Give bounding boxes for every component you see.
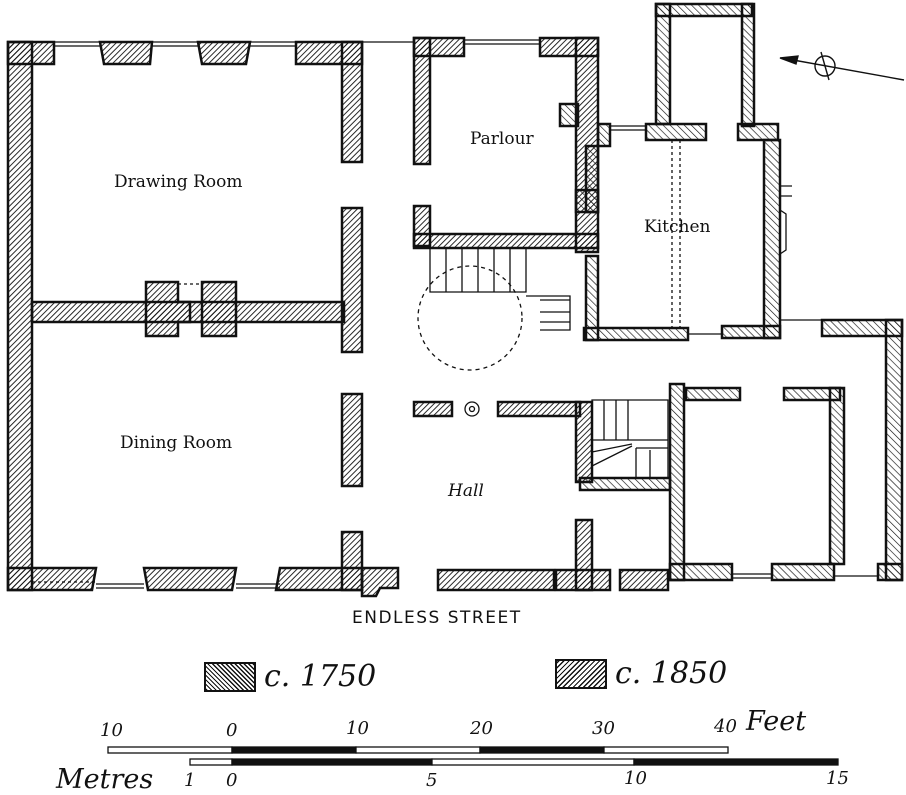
scale-feet-tick: 40 (714, 716, 737, 737)
east-wing-west (668, 382, 686, 582)
chimney-piece-2 (200, 280, 238, 338)
scale-metres-tick: 15 (826, 768, 849, 789)
street-label: ENDLESS STREET (352, 608, 522, 628)
scullery-east (740, 2, 756, 128)
legend-label-1750: c. 1750 (264, 659, 377, 694)
east-wing-south-1 (668, 562, 734, 582)
scale-metres-tick: 5 (426, 770, 438, 791)
room-label-dining-room: Dining Room (120, 433, 233, 453)
chimney-piece-1 (144, 280, 192, 338)
north-pier-2 (196, 40, 252, 66)
legend-item-1750: c. 1750 (204, 659, 376, 694)
scale-feet-tick: 20 (470, 718, 493, 739)
hall-wall-1 (412, 400, 454, 418)
south-wall-1 (6, 566, 98, 592)
kitchen-north-2 (644, 122, 708, 142)
east-wing-east (884, 318, 904, 582)
east-wing-room-north (684, 386, 742, 402)
hall-wall-2 (496, 400, 582, 418)
kitchen-north-1 (596, 122, 612, 148)
room-label-hall: Hall (448, 481, 484, 501)
legend-label-1850: c. 1850 (615, 656, 728, 691)
east-wing-south-3 (876, 562, 904, 582)
east-wing-inner-east (828, 386, 846, 566)
spine-wall-2 (340, 392, 364, 488)
room-label-parlour: Parlour (470, 129, 534, 149)
legend-swatch-1750 (204, 661, 256, 692)
south-wall-5 (554, 568, 612, 592)
north-wall-1 (6, 40, 56, 66)
scale-feet-tick: 30 (592, 718, 615, 739)
east-wing-south-2 (770, 562, 836, 582)
scale-feet-unit: Feet (746, 706, 807, 737)
north-pier-1 (98, 40, 154, 66)
west-wall (6, 40, 34, 592)
scale-bar-metres (189, 758, 839, 766)
north-arrow-icon (779, 51, 905, 81)
kitchen-buttress-2 (574, 188, 600, 214)
walls-1850 (558, 2, 904, 582)
walls-1750 (6, 36, 670, 598)
scullery-north (654, 2, 754, 18)
south-step (360, 566, 400, 598)
scale-feet-tick: 10 (346, 718, 369, 739)
legend-swatch-1850 (555, 658, 607, 689)
south-wall-4 (436, 568, 556, 592)
south-wall-6 (618, 568, 670, 592)
kitchen-south-2 (720, 324, 782, 340)
parlour-north-1 (412, 36, 466, 58)
kitchen-west-2 (584, 254, 600, 342)
scale-metres-tick: 0 (226, 770, 238, 791)
south-wall-3 (274, 566, 364, 592)
scale-metres-unit: Metres (56, 764, 154, 795)
scale-bar-feet (107, 746, 729, 754)
room-label-drawing-room: Drawing Room (114, 172, 243, 192)
hall-stair-wall (574, 400, 594, 484)
spine-wall-1 (340, 206, 364, 354)
kitchen-south-1 (582, 326, 690, 342)
scale-feet-tick: 0 (226, 720, 238, 741)
parlour-south (412, 232, 600, 250)
north-wall-stub (340, 40, 364, 164)
scale-metres-tick: 10 (624, 768, 647, 789)
kitchen-east (762, 138, 782, 340)
scale-metres-tick: 1 (184, 770, 196, 791)
south-wall-2 (142, 566, 238, 592)
scale-feet-tick: 10 (100, 720, 123, 741)
room-label-kitchen: Kitchen (644, 217, 711, 237)
legend-item-1850: c. 1850 (555, 656, 727, 691)
kitchen-buttress (558, 102, 580, 128)
thin-lines (32, 39, 878, 589)
kitchen-north-3 (736, 122, 780, 142)
stair-south (578, 476, 672, 492)
scullery-west (654, 2, 672, 126)
